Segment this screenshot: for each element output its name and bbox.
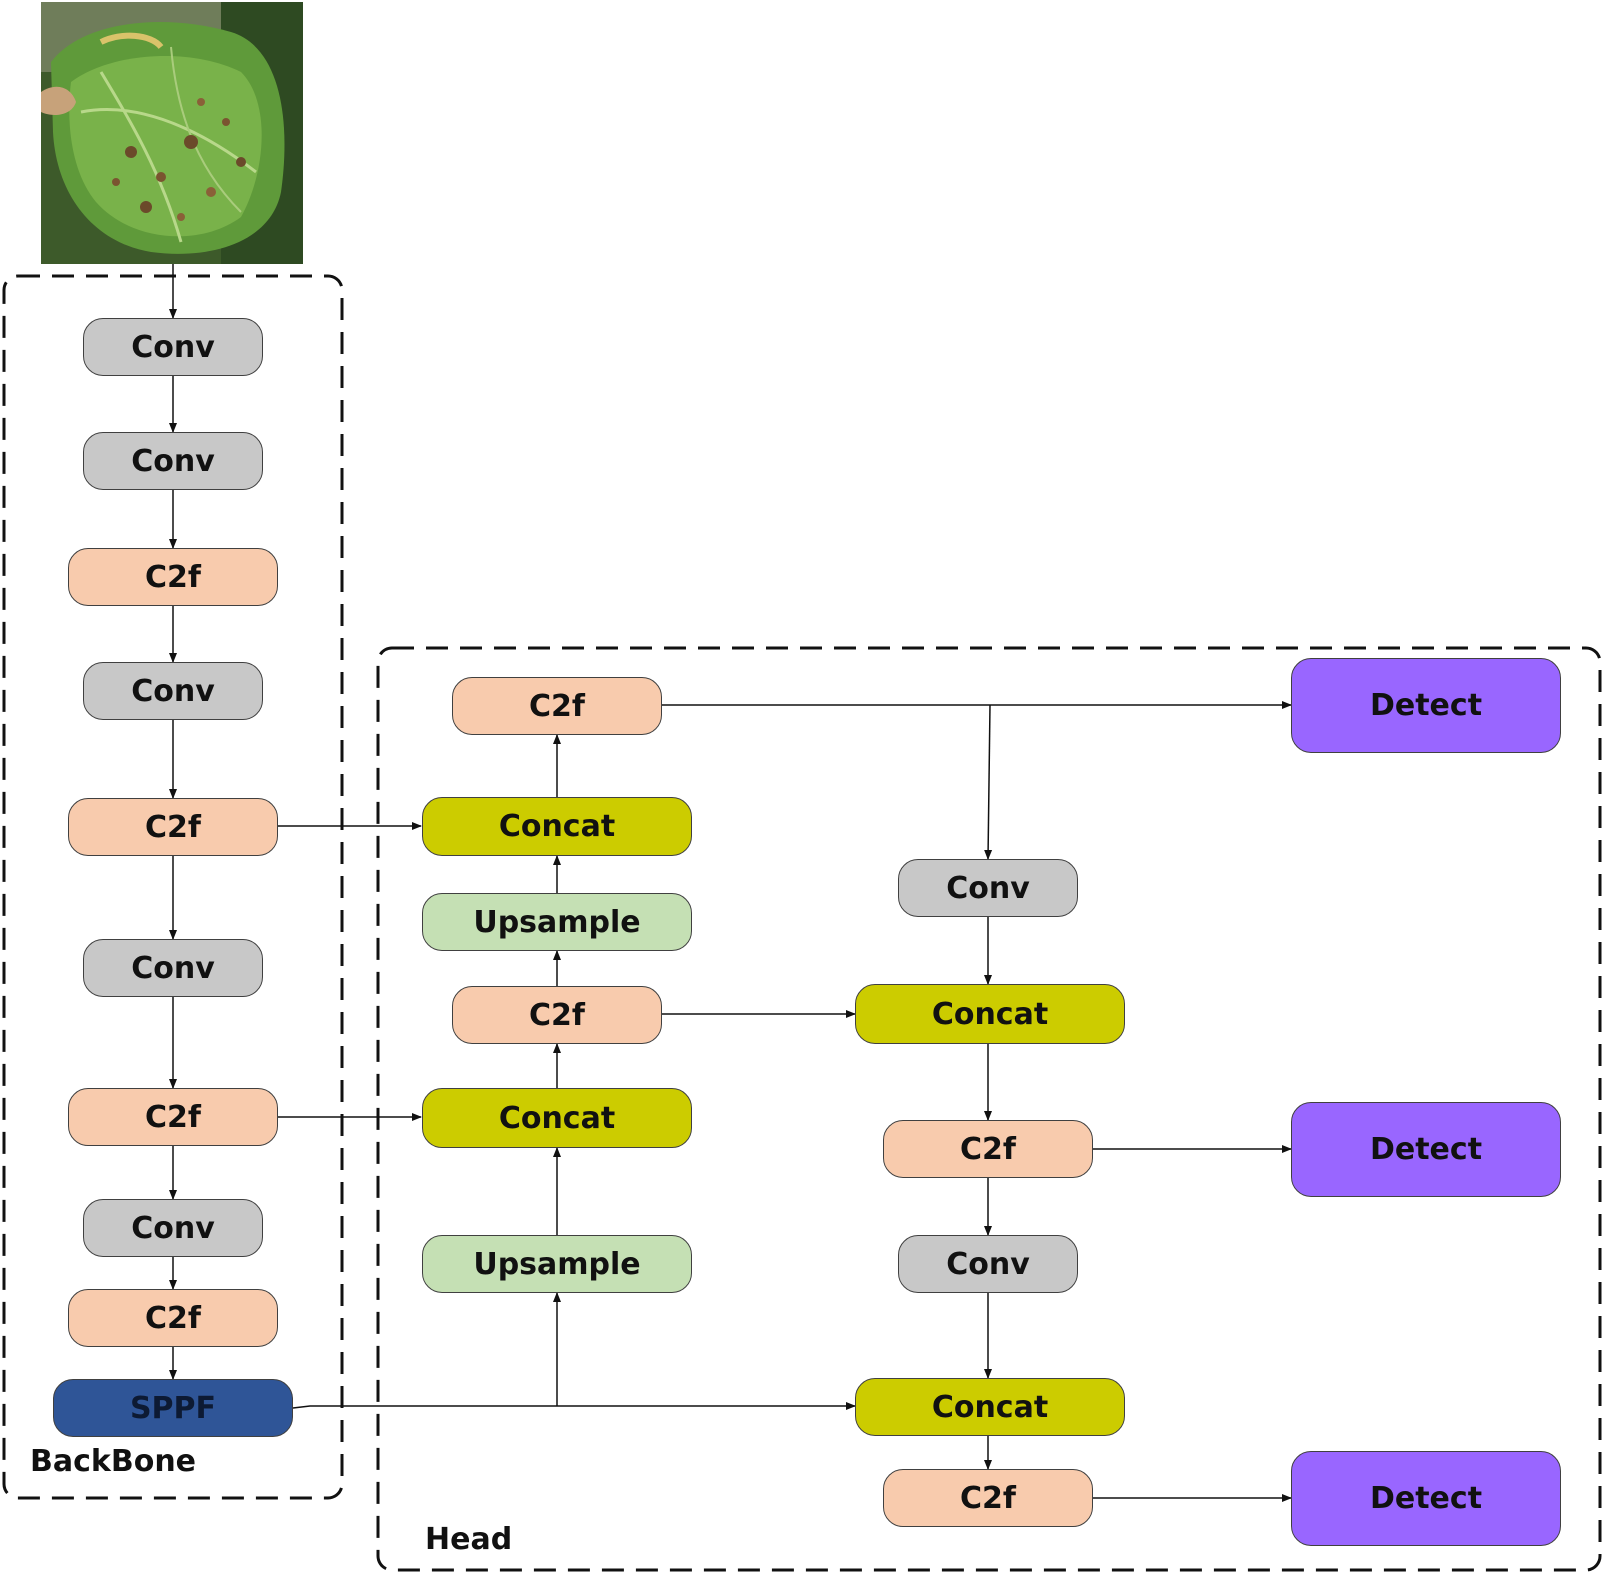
head-conv-block: Conv	[898, 859, 1078, 917]
detect-block: Detect	[1291, 658, 1561, 753]
backbone-conv-block: Conv	[83, 318, 263, 376]
head-upsample-block: Upsample	[422, 893, 692, 951]
head-concat-block: Concat	[422, 797, 692, 856]
head-concat-block: Concat	[422, 1088, 692, 1148]
backbone-conv-block: Conv	[83, 662, 263, 720]
sppf-block: SPPF	[53, 1379, 293, 1437]
backbone-conv-block: Conv	[83, 939, 263, 997]
head-concat-block: Concat	[855, 1378, 1125, 1436]
head-upsample-block: Upsample	[422, 1235, 692, 1293]
backbone-c2f-block: C2f	[68, 548, 278, 606]
head-label: Head	[425, 1522, 513, 1557]
leaf-photo-graphic	[41, 2, 303, 264]
edge-c2f-conv	[984, 704, 993, 860]
head-c2f-block: C2f	[883, 1469, 1093, 1527]
backbone-label: BackBone	[30, 1444, 197, 1479]
leaf-photo	[41, 2, 303, 264]
backbone-c2f-block: C2f	[68, 1289, 278, 1347]
head-conv-block: Conv	[898, 1235, 1078, 1293]
detect-block: Detect	[1291, 1451, 1561, 1546]
backbone-c2f-block: C2f	[68, 1088, 278, 1146]
backbone-conv-block: Conv	[83, 1199, 263, 1257]
backbone-conv-block: Conv	[83, 432, 263, 490]
head-concat-block: Concat	[855, 984, 1125, 1044]
head-frame	[376, 646, 1602, 1572]
head-c2f-block: C2f	[452, 986, 662, 1044]
head-c2f-block: C2f	[452, 677, 662, 735]
detect-block: Detect	[1291, 1102, 1561, 1197]
backbone-c2f-block: C2f	[68, 798, 278, 856]
edge-sppf-concat-4	[292, 1402, 856, 1410]
head-c2f-block: C2f	[883, 1120, 1093, 1178]
